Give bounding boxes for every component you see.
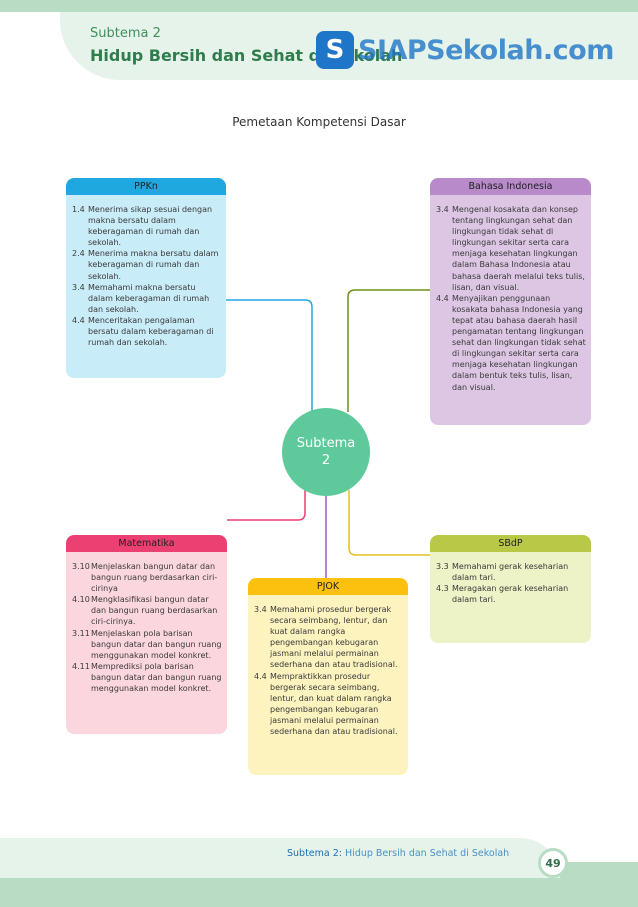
item-code: 3.4 xyxy=(436,205,449,214)
section-title: Pemetaan Kompetensi Dasar xyxy=(232,115,406,129)
connector-ppkn xyxy=(226,299,313,412)
item-text: Mengenal kosakata dan konsep tentang lin… xyxy=(452,205,585,292)
item-code: 3.4 xyxy=(254,605,267,614)
list-item: 3.4 Memahami prosedur bergerak secara se… xyxy=(254,604,404,671)
watermark: S SIAPSekolah.com xyxy=(316,30,614,70)
list-item: 1.4 Menerima sikap sesuai dengan makna b… xyxy=(72,204,222,248)
item-text: Mengklasifikasi bangun datar dan bangun … xyxy=(91,595,218,627)
list-item: 3.10 Menjelaskan bangun datar dan bangun… xyxy=(72,561,223,594)
competency-box-bahasa-indonesia: Bahasa Indonesia 3.4 Mengenal kosakata d… xyxy=(430,178,591,425)
connector-mtk xyxy=(227,490,306,521)
item-code: 1.4 xyxy=(72,205,85,214)
footer-title: Hidup Bersih dan Sehat di Sekolah xyxy=(345,848,510,859)
item-code: 3.4 xyxy=(72,282,85,292)
footer-running-title: Subtema 2: Hidup Bersih dan Sehat di Sek… xyxy=(287,848,509,859)
connector-sbdp xyxy=(348,490,430,556)
item-text: Menerima makna bersatu dalam keberagaman… xyxy=(88,249,219,281)
item-code: 3.3 xyxy=(436,562,449,571)
list-item: 3.3 Memahami gerak keseharian dalam tari… xyxy=(436,561,587,583)
item-text: Memahami makna bersatu dalam keberagaman… xyxy=(88,282,210,314)
item-text: Memprediksi pola barisan bangun datar da… xyxy=(91,661,222,694)
watermark-logo-icon: S xyxy=(316,31,354,69)
list-item: 3.4 Mengenal kosakata dan konsep tentang… xyxy=(436,204,587,293)
item-code: 4.11 xyxy=(72,661,90,671)
competency-box-matematika: Matematika 3.10 Menjelaskan bangun datar… xyxy=(66,535,227,734)
item-text: Menyajikan penggunaan kosakata bahasa In… xyxy=(452,293,586,392)
item-text: Menjelaskan bangun datar dan bangun ruan… xyxy=(91,562,218,594)
item-text: Menceritakan pengalaman bersatu dalam ke… xyxy=(88,315,214,348)
box-title: Matematika xyxy=(66,535,227,552)
item-code: 4.4 xyxy=(72,315,85,325)
box-title: PJOK xyxy=(248,578,408,595)
list-item: 4.11 Memprediksi pola barisan bangun dat… xyxy=(72,661,223,694)
list-item: 4.10 Mengklasifikasi bangun datar dan ba… xyxy=(72,594,223,627)
item-code: 4.4 xyxy=(254,671,267,681)
item-text: Meragakan gerak keseharian dalam tari. xyxy=(452,584,569,605)
item-code: 3.10 xyxy=(72,562,90,571)
subtema-kicker: Subtema 2 xyxy=(90,26,161,41)
footer-curve xyxy=(0,838,560,878)
connector-bindo xyxy=(347,289,430,412)
list-item: 3.11 Menjelaskan pola barisan bangun dat… xyxy=(72,628,223,661)
item-code: 4.10 xyxy=(72,595,90,605)
item-text: Menerima sikap sesuai dengan makna bersa… xyxy=(88,205,213,248)
competency-box-sbdp: SBdP 3.3 Memahami gerak keseharian dalam… xyxy=(430,535,591,643)
item-text: Menjelaskan pola barisan bangun datar da… xyxy=(91,628,222,660)
box-title: SBdP xyxy=(430,535,591,552)
box-title: Bahasa Indonesia xyxy=(430,178,591,195)
item-code: 3.11 xyxy=(72,628,90,638)
competency-box-pjok: PJOK 3.4 Memahami prosedur bergerak seca… xyxy=(248,578,408,775)
list-item: 4.4 Mempraktikkan prosedur bergerak seca… xyxy=(254,671,404,738)
hub-label: Subtema xyxy=(296,436,356,451)
list-item: 3.4 Memahami makna bersatu dalam keberag… xyxy=(72,282,222,315)
item-text: Memahami prosedur bergerak secara seimba… xyxy=(270,605,398,670)
watermark-text: SIAPSekolah.com xyxy=(358,34,614,66)
list-item: 2.4 Menerima makna bersatu dalam keberag… xyxy=(72,248,222,281)
competency-box-ppkn: PPKn 1.4 Menerima sikap sesuai dengan ma… xyxy=(66,178,226,378)
hub-number: 2 xyxy=(321,453,331,468)
list-item: 4.4 Menyajikan penggunaan kosakata bahas… xyxy=(436,293,587,393)
page-number: 49 xyxy=(538,848,568,878)
item-text: Memahami gerak keseharian dalam tari. xyxy=(452,562,569,583)
item-code: 2.4 xyxy=(72,249,85,259)
list-item: 4.4 Menceritakan pengalaman bersatu dala… xyxy=(72,315,222,348)
list-item: 4.3 Meragakan gerak keseharian dalam tar… xyxy=(436,583,587,605)
box-title: PPKn xyxy=(66,178,226,195)
item-text: Mempraktikkan prosedur bergerak secara s… xyxy=(270,671,398,737)
footer-label: Subtema 2: xyxy=(287,848,342,859)
item-code: 4.3 xyxy=(436,584,449,594)
subtema-hub: Subtema 2 xyxy=(282,408,370,496)
item-code: 4.4 xyxy=(436,293,449,303)
top-bar xyxy=(0,0,638,12)
